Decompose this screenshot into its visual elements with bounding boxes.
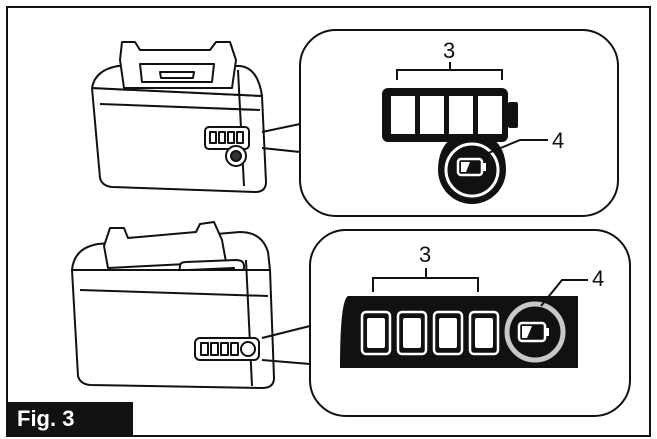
top-battery-gauge-icon (382, 88, 518, 142)
bottom-magnify-leader (261, 325, 311, 365)
bottom-battery-illustration (71, 221, 275, 389)
bottom-callout-4-leader (540, 279, 588, 307)
top-battery-check-icon (438, 138, 506, 204)
top-magnify-leader (261, 123, 301, 153)
bottom-battery-check-icon (504, 301, 566, 363)
figure-frame (6, 6, 651, 437)
callout-4-top: 4 (552, 128, 564, 153)
callout-3-bottom: 3 (419, 242, 431, 267)
callout-3-top: 3 (443, 38, 455, 63)
bottom-lamps-bracket (372, 268, 479, 292)
top-callout-4-leader (485, 139, 548, 155)
top-lamps-bracket (396, 62, 503, 80)
callout-4-bottom: 4 (592, 266, 604, 291)
figure-label: Fig. 3 (7, 402, 133, 436)
top-battery-illustration (91, 41, 267, 193)
